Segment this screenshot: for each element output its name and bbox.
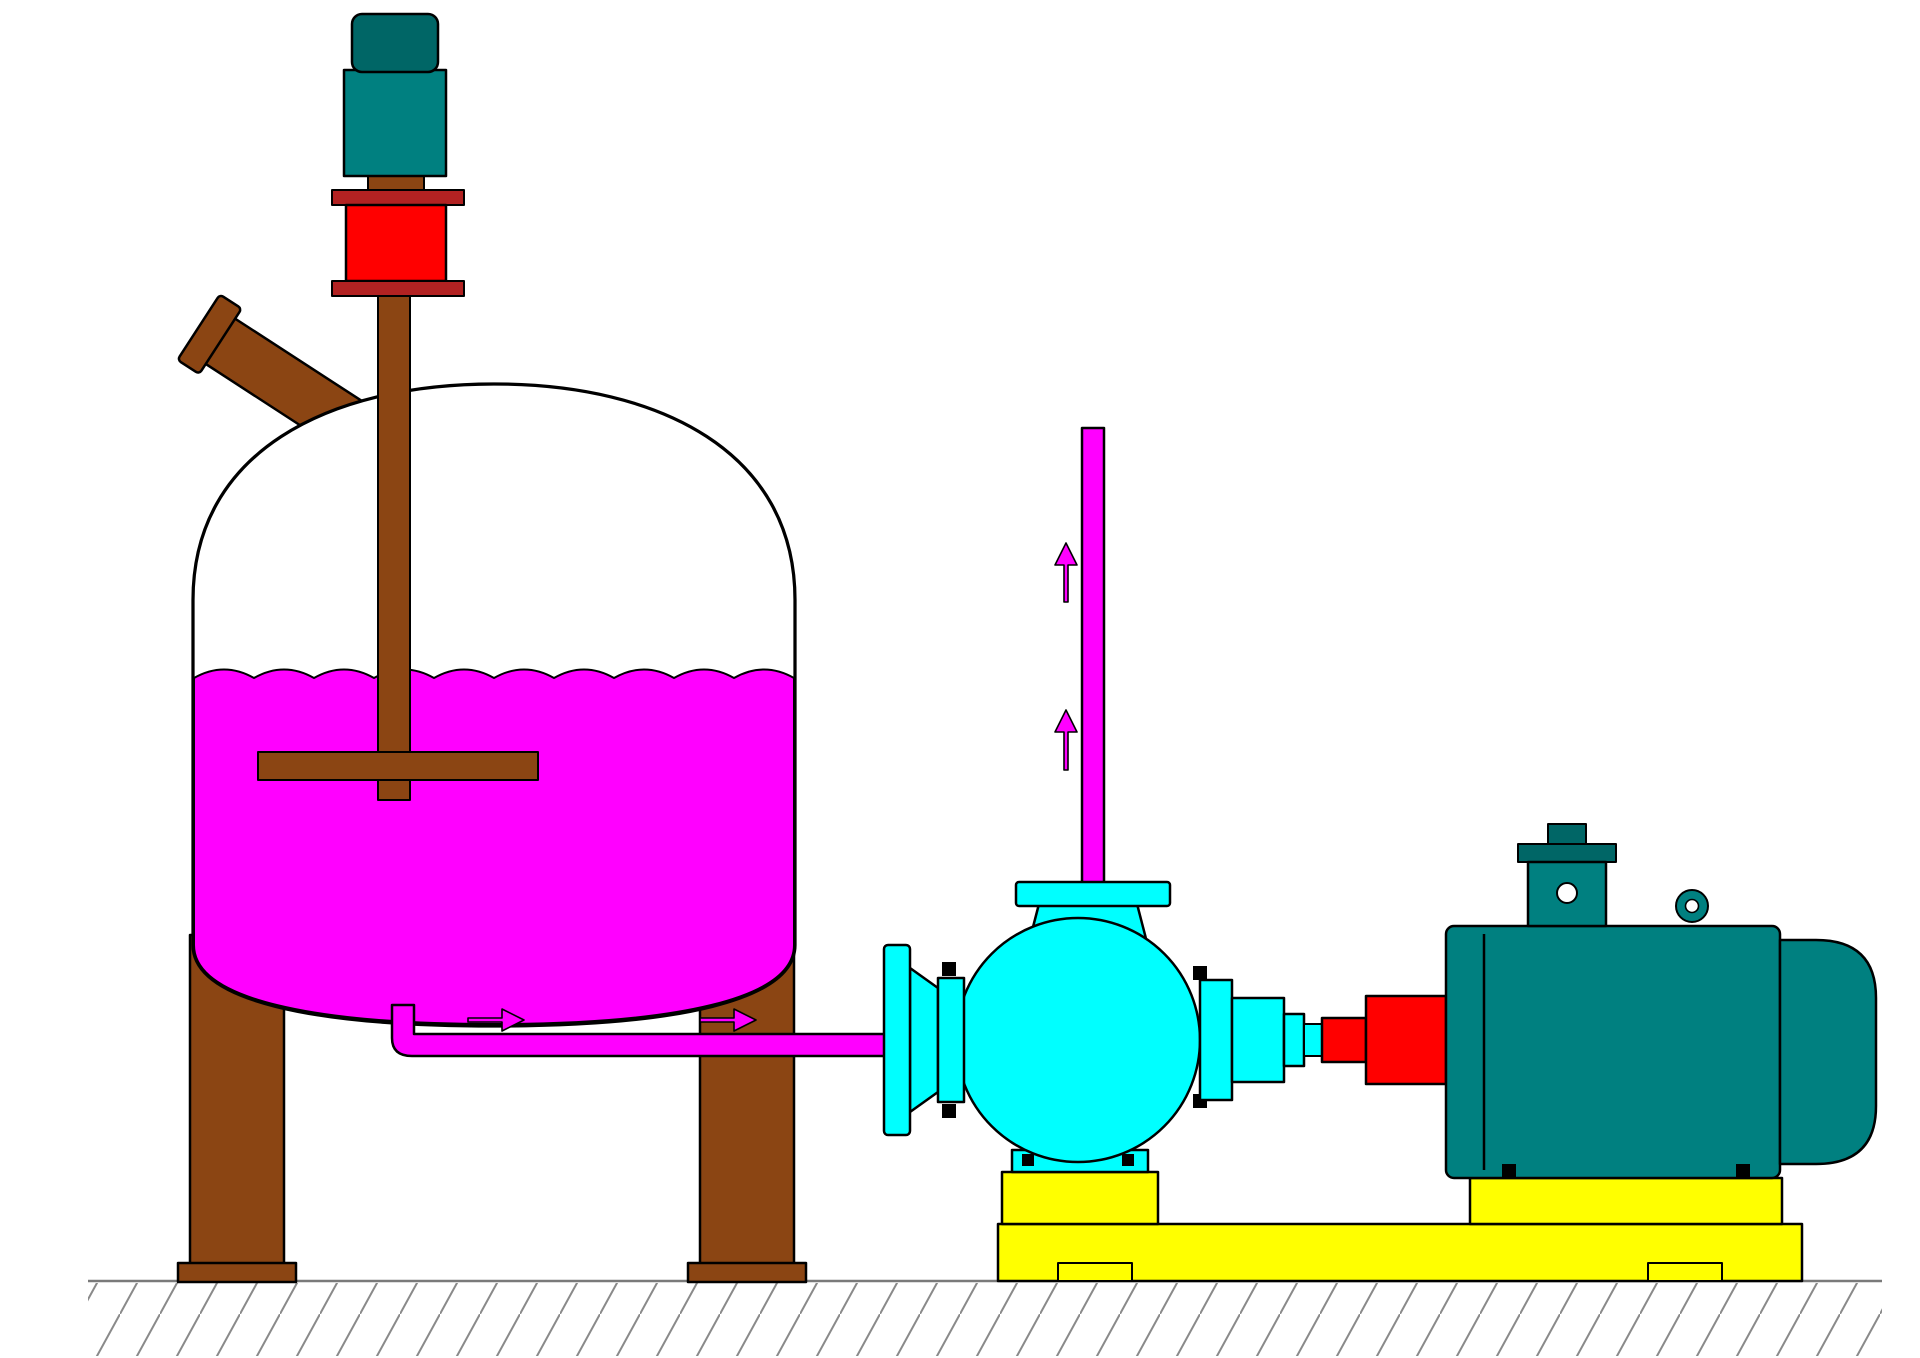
- agitator-impeller: [257, 751, 539, 781]
- pump-foot-bolt-right: [1122, 1154, 1134, 1166]
- terminal-box-knob: [1547, 823, 1587, 845]
- suction-cover-bolt-top: [942, 962, 956, 976]
- pump-suction-flange: [882, 943, 912, 1137]
- terminal-box-cap: [1517, 843, 1617, 863]
- pump-discharge-flange: [1014, 880, 1172, 908]
- mixing-tank-assembly: [176, 12, 808, 1284]
- discharge-line: [1054, 426, 1106, 892]
- centrifugal-pump: [882, 880, 1323, 1164]
- baseplate-grout-hole-right: [1647, 1262, 1723, 1282]
- baseplate-grout-hole-left: [1057, 1262, 1133, 1282]
- ground: [88, 1279, 1882, 1356]
- pump-shaft-stub: [1303, 1023, 1323, 1057]
- discharge-pipe: [1080, 426, 1106, 892]
- casing-cover-bolt-top: [1193, 966, 1207, 980]
- suction-pipe: [390, 1003, 894, 1058]
- agitator-bottom-flange-plate: [331, 280, 465, 297]
- flow-arrow-up-2: [1054, 542, 1078, 603]
- agitator-drive: [331, 12, 465, 297]
- nozzle-flange: [177, 294, 242, 374]
- suction-line: [390, 1003, 894, 1058]
- motor-frame: [1444, 924, 1782, 1180]
- tank-foot-left: [176, 1261, 298, 1284]
- motor-foot-bolt-right: [1736, 1164, 1750, 1178]
- base-group: [996, 1148, 1804, 1283]
- flow-arrow-right-1: [467, 1008, 525, 1032]
- pump-suction-cover-flange: [936, 976, 966, 1104]
- terminal-box: [1517, 823, 1617, 928]
- flow-arrow-right-2: [699, 1008, 757, 1032]
- agitator-shaft: [377, 295, 411, 801]
- lifting-eye-hole: [1684, 898, 1700, 914]
- pump-foot-bolt-left: [1022, 1154, 1034, 1166]
- terminal-box-gland: [1556, 882, 1578, 904]
- bearing-housing-step: [1282, 1012, 1306, 1068]
- coupling-hub-motor-side: [1364, 994, 1448, 1086]
- motor-foot-bolt-left: [1502, 1164, 1516, 1178]
- lifting-eye: [1675, 889, 1709, 923]
- flow-arrow-up-1: [1054, 709, 1078, 771]
- pump-pedestal: [1000, 1170, 1160, 1226]
- agitator-motor-cap: [350, 12, 440, 74]
- coupling-hub-pump-side: [1320, 1016, 1368, 1064]
- pump-casing-cover: [1198, 978, 1234, 1102]
- tank-liquid: [193, 668, 795, 1025]
- suction-cover-bolt-bottom: [942, 1104, 956, 1118]
- bearing-housing: [1230, 996, 1286, 1084]
- agitator-motor: [342, 68, 448, 178]
- agitator-coupling: [344, 203, 448, 283]
- motor-fan-cover: [1778, 938, 1878, 1166]
- pump-volute-casing: [954, 916, 1202, 1164]
- ground-hatch: [88, 1283, 1882, 1356]
- agitator-top-flange-plate: [331, 189, 465, 206]
- shaft-coupling: [1320, 994, 1448, 1086]
- pump-suction-reducer: [908, 966, 940, 1114]
- electric-motor: [1444, 823, 1878, 1180]
- tank-foot-right: [686, 1261, 808, 1284]
- motor-pedestal: [1468, 1176, 1784, 1226]
